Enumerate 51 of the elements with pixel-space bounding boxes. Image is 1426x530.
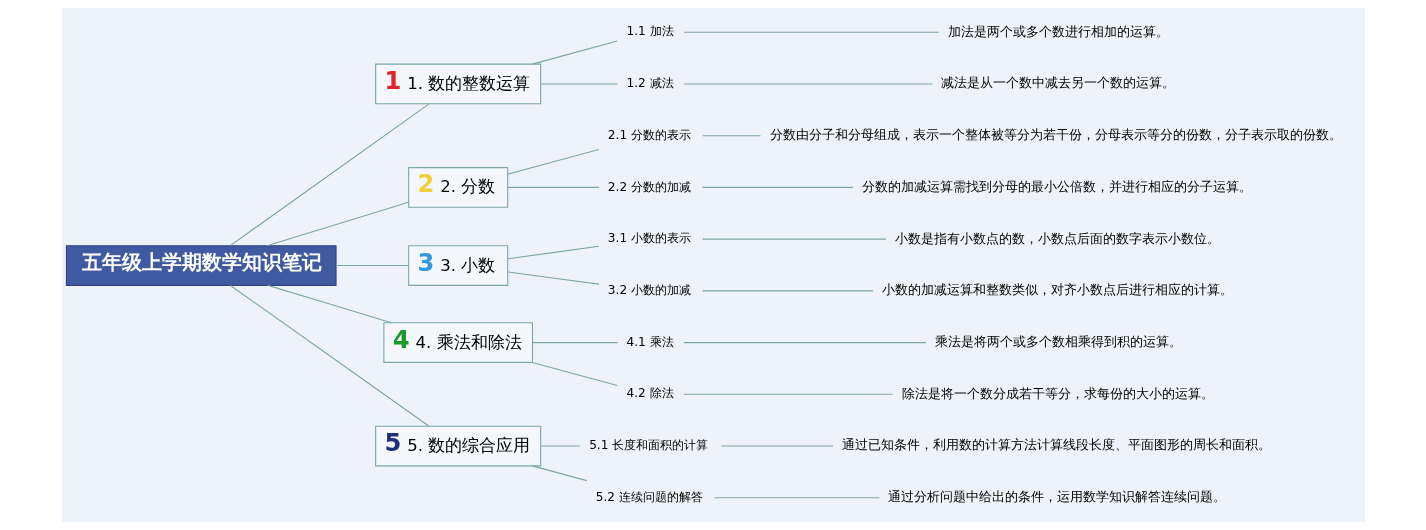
connector [506,271,599,285]
connector [682,342,926,344]
node-text: 通过已知条件，利用数的计算方法计算线段长度、平面图形的周长和面积。 [841,437,1271,453]
connector [506,245,599,260]
node-text: 4.2 除法 [626,386,674,401]
node-box: 5 5. 数的综合应用 [374,425,541,467]
node-text: 小数的加减运算和整数类似，对齐小数点后进行相应的计算。 [881,282,1233,298]
node-text: 2.1 分数的表示 [607,127,691,142]
connector [701,238,886,240]
connector [701,290,873,292]
connector [531,361,618,387]
connector [531,342,618,344]
node-text: 1.1 加法 [626,24,674,39]
node-text: 加法是两个或多个数进行相加的运算。 [947,23,1169,39]
node-text: 3.1 小数的表示 [607,231,691,246]
node-box: 4 4. 乘法和除法 [382,322,533,363]
node-box: 五年级上学期数学知识笔记 [65,245,337,286]
connector [266,284,392,324]
connector [682,31,939,33]
node-text: 1.2 减法 [626,76,674,91]
connector [531,465,587,482]
node-box: 1 1. 数的整数运算 [374,63,541,105]
connector [713,497,880,499]
node-text: 除法是将一个数分成若干等分，求每份的大小的运算。 [901,385,1214,401]
connector [701,135,761,137]
connector [506,186,599,188]
connector [682,83,933,85]
node-text: 分数的加减运算需找到分母的最小公倍数，并进行相应的分子运算。 [861,178,1252,194]
node-box: 3 3. 小数 [407,245,508,286]
node-text: 2.2 分数的加减 [607,179,691,194]
node-text: 4.1 乘法 [626,334,674,349]
node-text: 减法是从一个数中减去另一个数的运算。 [940,75,1175,91]
connector [229,103,430,246]
connector [539,445,581,447]
node-text: 5.1 长度和面积的计算 [588,438,708,453]
connector [720,445,834,447]
node-text: 通过分析问题中给出的条件，运用数学知识解答连续问题。 [887,489,1226,505]
node-text: 乘法是将两个或多个数相乘得到积的运算。 [934,334,1182,349]
connector [506,148,599,175]
node-text: 3.2 小数的加减 [607,282,691,297]
node-text: 5.2 连续问题的解答 [595,489,703,504]
connector [531,40,618,65]
connector [701,186,853,188]
connector [265,201,409,247]
node-box: 2 2. 分数 [407,167,508,208]
node-text: 分数由分子和分母组成，表示一个整体被等分为若干份，分母表示等分的份数，分子表示取的份数。 [769,127,1342,143]
connector [682,393,893,395]
connector [229,285,430,427]
connector [335,265,409,267]
node-text: 小数是指有小数点的数，小数点后面的数字表示小数位。 [894,230,1220,246]
connector [539,83,618,85]
